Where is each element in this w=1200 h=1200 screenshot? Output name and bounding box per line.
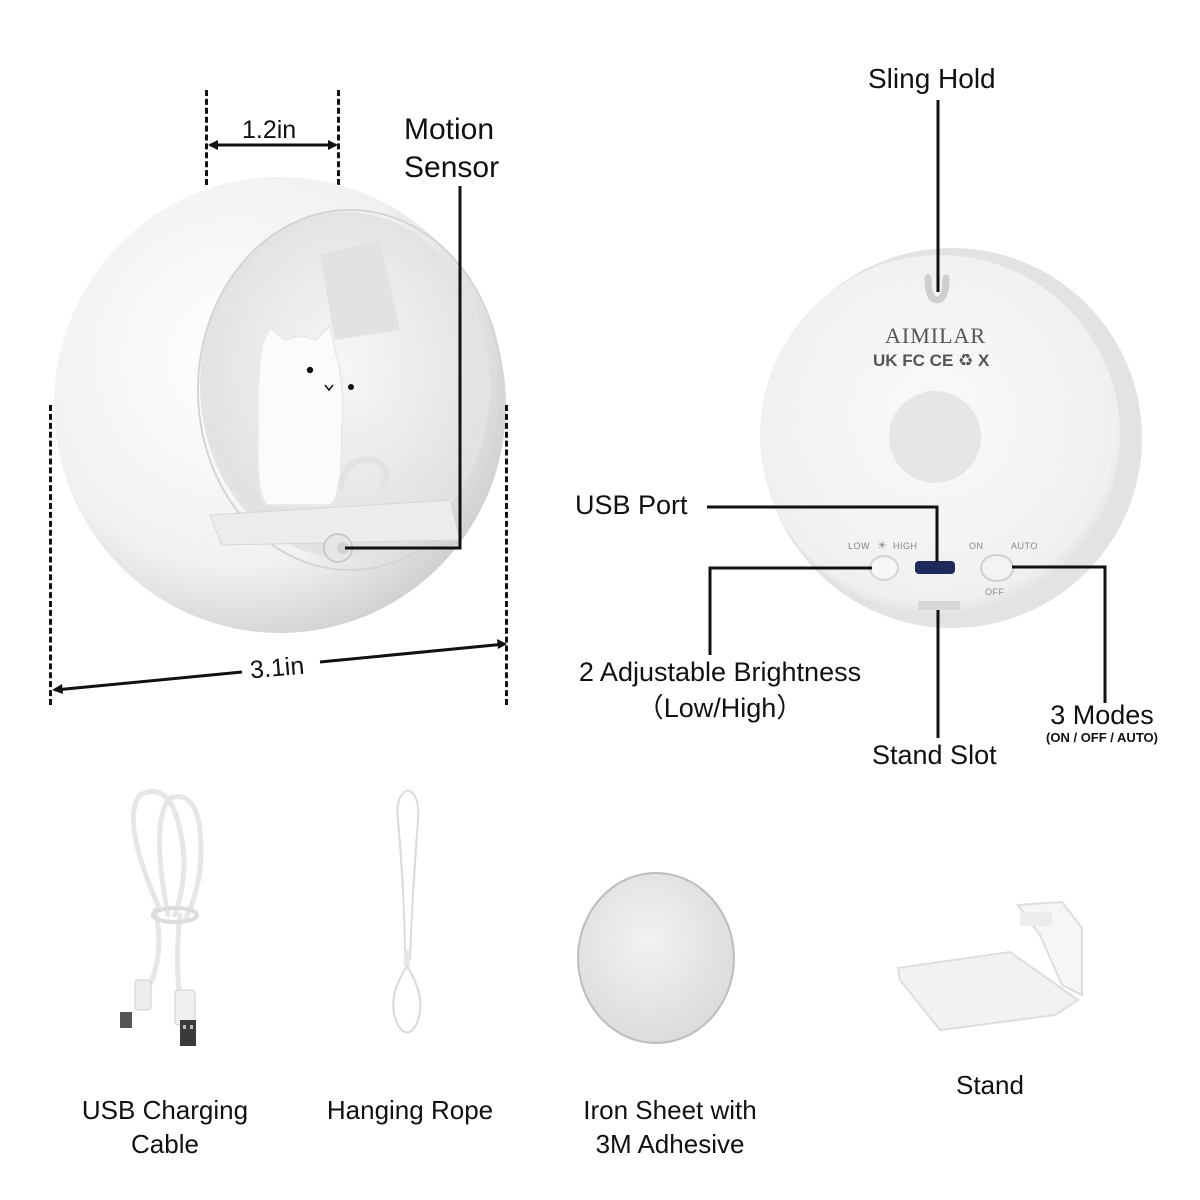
motion-sensor-label: Motion Sensor [404,113,500,184]
modes-label: 3 Modes (ON / OFF / AUTO) [1046,700,1158,745]
brand-logo: AIMILAR [885,323,987,348]
stand-slot-label: Stand Slot [872,740,997,770]
dimension-guide-left-top [205,90,208,185]
switch-label-on: ON [969,541,984,551]
dimension-guide-right-top [337,90,340,185]
certification-marks: UK FC CE ♻ X [873,351,990,370]
brightness-sun-icon: ☀ [877,540,888,552]
dimension-arrow-bottom [52,639,507,694]
dimension-guide-right-bottom [505,405,508,705]
hanging-rope-image [392,789,422,1034]
switch-label-auto: AUTO [1011,541,1038,551]
accessory-stand-label: Stand [956,1070,1024,1100]
dimension-guide-left-bottom [49,405,52,705]
stand-image [896,900,1083,1032]
night-light-back-image [707,100,1142,738]
sling-hold-label: Sling Hold [868,63,996,94]
switch-label-off: OFF [985,587,1005,597]
brightness-label: 2 Adjustable Brightness （Low/High） [578,657,862,723]
switch-label-low: LOW [848,541,871,551]
dimension-arrow-top [208,140,338,150]
accessory-iron-sheet-label: Iron Sheet with 3M Adhesive [583,1095,757,1159]
switch-label-high: HIGH [893,541,918,551]
accessory-usb-cable-label: USB Charging Cable [81,1095,249,1159]
dimension-bottom-label: 3.1in [248,651,306,685]
iron-sheet-image [577,872,735,1044]
usb-port-label: USB Port [575,490,688,520]
accessory-hanging-rope-label: Hanging Rope [326,1095,494,1125]
night-light-front-image [54,177,506,633]
dimension-top-label: 1.2in [242,116,297,144]
usb-cable-image [120,789,204,1046]
